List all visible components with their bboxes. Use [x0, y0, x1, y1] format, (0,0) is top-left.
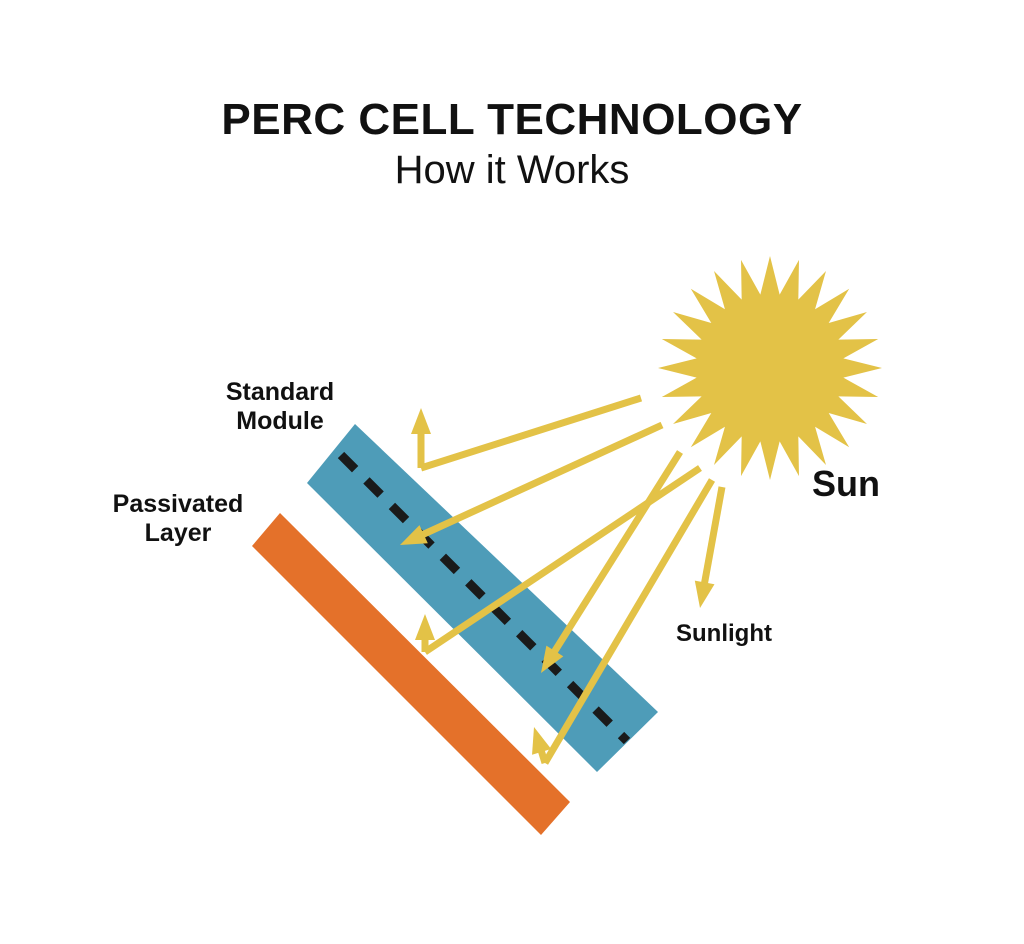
light-rays [400, 394, 726, 765]
sunlight-ray-arrowhead [694, 580, 715, 608]
incoming-ray-3 [549, 450, 683, 657]
incoming-ray-2 [418, 421, 664, 539]
incoming-ray-1 [419, 394, 643, 472]
sunlight-ray [700, 486, 726, 587]
reflected-ray-1-up-arrowhead [411, 408, 431, 434]
label-standard-module: Standard Module [225, 378, 335, 435]
incoming-ray-2-arrowhead [400, 525, 428, 545]
incoming-ray-4 [423, 465, 702, 655]
label-passivated-layer: Passivated Layer [112, 490, 244, 547]
reflected-ray-5-up-arrowhead [532, 727, 552, 755]
label-sunlight: Sunlight [676, 620, 772, 647]
sun-icon [658, 256, 882, 480]
internal-dashed-line [337, 451, 631, 745]
reflected-ray-4-up-arrowhead [415, 614, 435, 640]
incoming-ray-3-arrowhead [541, 645, 564, 673]
label-sun: Sun [812, 463, 880, 504]
passivated-layer-bar [252, 513, 570, 835]
incoming-ray-5 [541, 478, 716, 765]
